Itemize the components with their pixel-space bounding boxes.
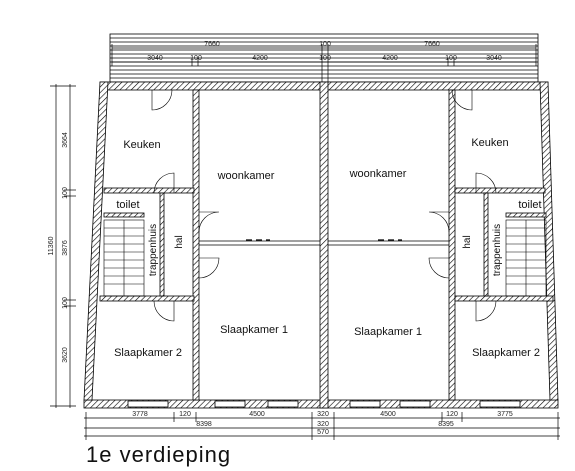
roof-outline xyxy=(109,33,539,83)
dim-bottom-mid: 320 xyxy=(317,421,329,428)
dim-bottom-4: 320 xyxy=(317,411,329,418)
room-keuken-right: Keuken xyxy=(471,137,508,149)
dim-bottom-2: 120 xyxy=(179,411,191,418)
dim-bottom-half-right: 8395 xyxy=(438,421,454,428)
dim-left-1: 3664 xyxy=(62,132,69,148)
dim-bottom-1: 3778 xyxy=(132,411,148,418)
room-toilet-right: toilet xyxy=(518,199,541,211)
inner-walls xyxy=(99,187,554,302)
bottom-dimension-lines xyxy=(84,412,560,440)
room-keuken-left: Keuken xyxy=(123,139,160,151)
room-hal-right: hal xyxy=(462,235,473,248)
dim-top-overall-left: 7660 xyxy=(204,41,220,48)
dim-top-left-3: 4200 xyxy=(252,55,268,62)
dim-top-left-2: 100 xyxy=(190,55,202,62)
dim-top-mid-a: 100 xyxy=(319,41,331,48)
left-dimension-labels: 11360 3664 100 3876 100 3620 xyxy=(48,132,69,363)
floor-title: 1e verdieping xyxy=(86,442,231,467)
dim-bottom-7: 3775 xyxy=(497,411,513,418)
room-slaapkamer1-right: Slaapkamer 1 xyxy=(354,326,422,338)
room-slaapkamer1-left: Slaapkamer 1 xyxy=(220,324,288,336)
dim-left-4: 100 xyxy=(62,297,69,309)
dim-top-mid-b: 100 xyxy=(319,55,331,62)
room-woonkamer-left: woonkamer xyxy=(217,170,275,182)
room-trappenhuis-left: trappenhuis xyxy=(148,224,159,276)
room-toilet-left: toilet xyxy=(116,199,139,211)
room-woonkamer-right: woonkamer xyxy=(349,168,407,180)
room-trappenhuis-right: trappenhuis xyxy=(492,224,503,276)
dim-top-right-2: 100 xyxy=(445,55,457,62)
room-labels: Keuken Keuken woonkamer woonkamer toilet… xyxy=(114,137,542,359)
top-dimension-lines xyxy=(111,44,537,92)
room-slaapkamer2-left: Slaapkamer 2 xyxy=(114,347,182,359)
dim-left-2: 100 xyxy=(62,187,69,199)
dim-left-total: 11360 xyxy=(48,236,55,255)
dim-top-left-1: 3040 xyxy=(147,55,163,62)
bottom-windows xyxy=(127,400,521,408)
dim-top-right-3: 3040 xyxy=(486,55,502,62)
dim-top-right-1: 4200 xyxy=(382,55,398,62)
stairs-left xyxy=(103,219,145,297)
dim-left-3: 3876 xyxy=(62,240,69,256)
dim-bottom-3: 4500 xyxy=(249,411,265,418)
dim-bottom-6: 120 xyxy=(446,411,458,418)
room-slaapkamer2-right: Slaapkamer 2 xyxy=(472,347,540,359)
dim-top-overall-right: 7660 xyxy=(424,41,440,48)
dim-bottom-half-left: 8398 xyxy=(196,421,212,428)
door-swings xyxy=(151,89,497,322)
stairs-right xyxy=(505,219,547,297)
outer-walls xyxy=(83,81,559,409)
dim-bottom-mid-2: 570 xyxy=(317,429,329,436)
dim-bottom-5: 4500 xyxy=(380,411,396,418)
left-dimension-lines xyxy=(50,84,76,408)
bottom-dimension-labels: 3778 120 4500 320 4500 120 3775 8398 320… xyxy=(132,411,513,436)
dim-left-5: 3620 xyxy=(62,347,69,363)
room-hal-left: hal xyxy=(174,235,185,248)
top-dimension-labels: 7660 7660 100 100 3040 100 4200 4200 100… xyxy=(147,41,502,62)
